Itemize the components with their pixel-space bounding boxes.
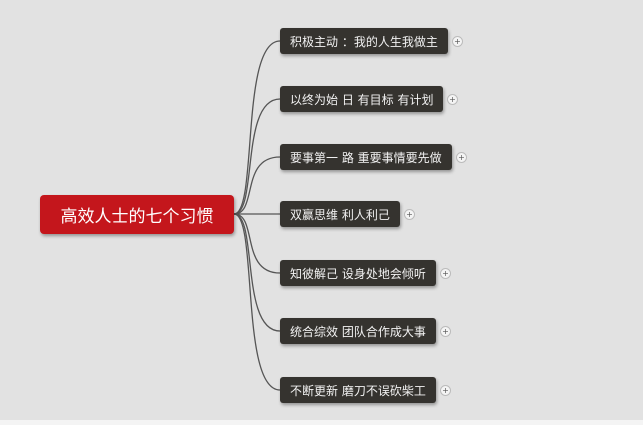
subtopic-label: 不断更新 磨刀不误砍柴工 bbox=[290, 383, 426, 398]
expand-plus-icon[interactable]: + bbox=[456, 152, 467, 163]
connector-line bbox=[233, 213, 281, 391]
connector-line bbox=[233, 156, 281, 215]
expand-plus-icon[interactable]: + bbox=[447, 94, 458, 105]
expand-plus-icon[interactable]: + bbox=[440, 385, 451, 396]
expand-plus-icon[interactable]: + bbox=[404, 209, 415, 220]
central-topic[interactable]: 高效人士的七个习惯 bbox=[40, 195, 234, 234]
subtopic-label: 统合综效 团队合作成大事 bbox=[290, 324, 426, 339]
connector-line bbox=[233, 40, 281, 215]
connector-line bbox=[233, 98, 281, 215]
subtopic-label: 积极主动 ：我的人生我做主 bbox=[290, 34, 438, 49]
subtopic-label: 要事第一 路 重要事情要先做 bbox=[290, 150, 442, 165]
connector-line bbox=[233, 213, 281, 332]
subtopic-3[interactable]: 要事第一 路 重要事情要先做 bbox=[280, 144, 452, 170]
bottom-strip bbox=[0, 420, 643, 425]
subtopic-2[interactable]: 以终为始 日 有目标 有计划 bbox=[280, 86, 444, 112]
expand-plus-icon[interactable]: + bbox=[440, 268, 451, 279]
subtopic-6[interactable]: 统合综效 团队合作成大事 bbox=[280, 318, 436, 344]
subtopic-label: 双赢思维 利人利己 bbox=[290, 207, 390, 222]
expand-plus-icon[interactable]: + bbox=[452, 36, 463, 47]
subtopic-1[interactable]: 积极主动 ：我的人生我做主 bbox=[280, 28, 448, 54]
subtopic-7[interactable]: 不断更新 磨刀不误砍柴工 bbox=[280, 377, 436, 403]
subtopic-4[interactable]: 双赢思维 利人利己 bbox=[280, 201, 400, 227]
connector-line bbox=[233, 213, 281, 274]
expand-plus-icon[interactable]: + bbox=[440, 326, 451, 337]
subtopic-label: 以终为始 日 有目标 有计划 bbox=[290, 92, 434, 107]
subtopic-5[interactable]: 知彼解己 设身处地会倾听 bbox=[280, 260, 436, 286]
subtopic-label: 知彼解己 设身处地会倾听 bbox=[290, 266, 426, 281]
